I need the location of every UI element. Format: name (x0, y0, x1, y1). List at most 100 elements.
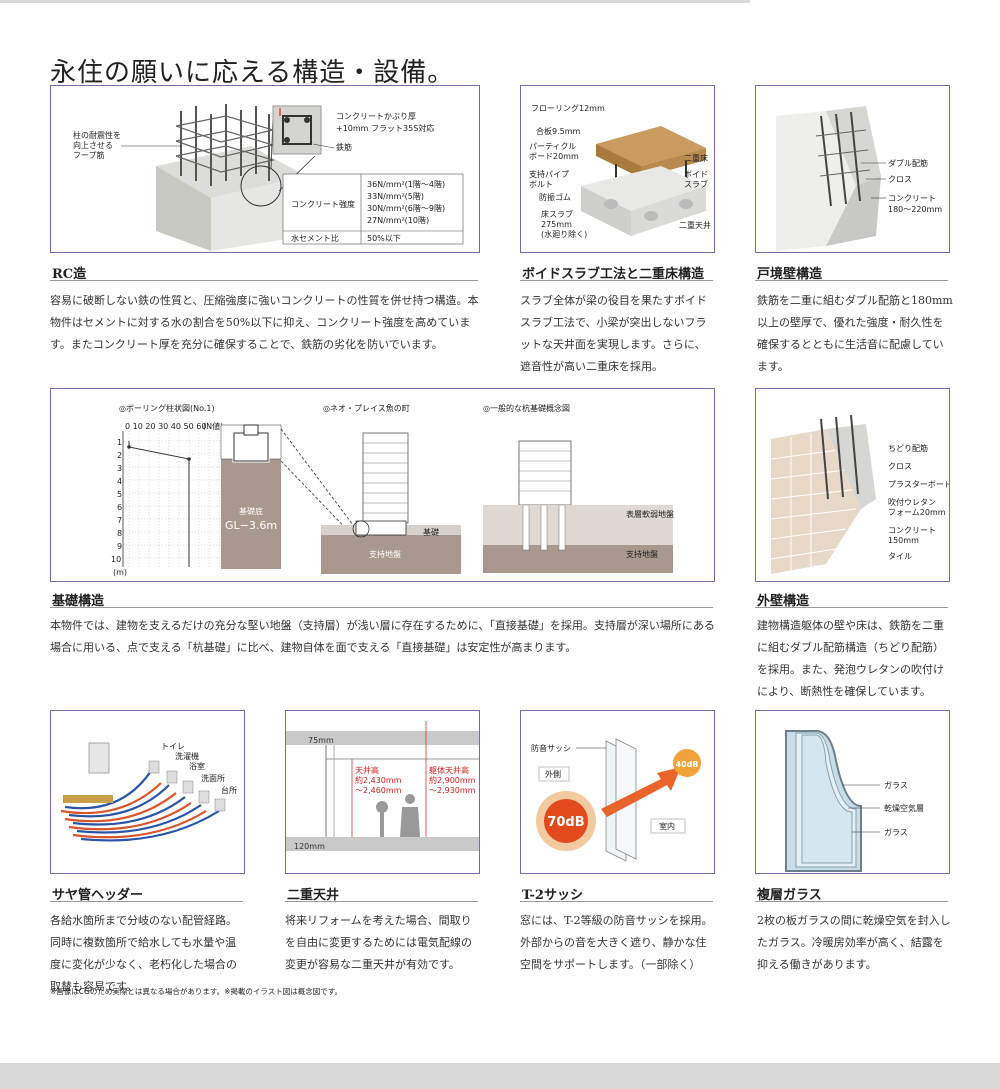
label-hoop-1: 柱の耐震性を (73, 130, 121, 140)
header-text: 各給水箇所まで分岐のない配管経路。同時に複数箇所で給水しても水量や温度に変化が少… (50, 914, 237, 993)
label-cloth-ext: クロス (888, 462, 912, 471)
label-pipe-1: 支持パイプ (529, 169, 569, 179)
label-bath: 浴室 (189, 761, 205, 771)
label-outside: 外側 (545, 769, 561, 779)
sash-text: 窓には、T-2等級の防音サッシを採用。外部からの音を大きく遮り、静かな住空間をサ… (520, 914, 713, 971)
label-neo: ◎ネオ・プレイス魚の町 (323, 403, 410, 413)
wall-figure: ダブル配筋 クロス コンクリート 180〜220mm (755, 85, 950, 253)
label-ceiling-height-1: 天井高 (355, 765, 379, 775)
page-title: 永住の願いに応える構造・設備。 (50, 58, 455, 88)
label-40db: 40dB (676, 760, 699, 769)
svg-text:8: 8 (117, 529, 122, 538)
wall-rule (755, 280, 948, 281)
label-75mm: 75mm (308, 736, 334, 745)
label-double-floor: 二重床 (684, 153, 708, 163)
label-glass-2: ガラス (884, 827, 908, 837)
rc-illustration: 柱の耐震性を 向上させる フープ筋 コンクリートかぶり厚 +10mm フラット3… (73, 104, 464, 251)
table-strength-value: 36N/mm²(1階〜4階) (367, 179, 445, 189)
label-particle-1: パーティクル (529, 142, 576, 151)
rc-title: RC造 (52, 267, 87, 282)
footnote: ※画像はCGのため実際とは異なる場合があります。※掲載のイラスト図は概念図です。 (50, 987, 342, 996)
bottom-bar (0, 1063, 1000, 1089)
svg-text:5: 5 (117, 490, 122, 499)
sash-rule (520, 901, 713, 902)
svg-text:4: 4 (117, 477, 122, 486)
label-cover-1: コンクリートかぶり厚 (336, 112, 416, 121)
label-hoop-2: 向上させる (73, 140, 113, 150)
label-void-slab-1: ボイド (684, 170, 708, 179)
label-ceiling-height-3: 〜2,460mm (355, 786, 402, 795)
label-void-slab-2: スラブ (684, 179, 708, 189)
table-wc-label: 水セメント比 (291, 233, 339, 243)
label-base-1: 基礎底 (239, 506, 263, 516)
sash-title: T-2サッシ (522, 888, 583, 903)
foundation-title: 基礎構造 (52, 594, 105, 609)
header-rule (50, 901, 243, 902)
foundation-illustration: ◎ボーリング柱状図(No.1) ◎ネオ・プレイス魚の町 ◎一般的な杭基礎概念図 … (111, 403, 674, 577)
exterior-figure: ちどり配筋 クロス プラスターボード 吹付ウレタン フォーム20mm コンクリー… (755, 388, 950, 582)
label-concrete-2: 180〜220mm (888, 205, 942, 214)
label-chidori: ちどり配筋 (888, 443, 928, 453)
label-slab-2: 275mm (541, 220, 572, 229)
header-title: サヤ管ヘッダー (52, 888, 144, 903)
label-ceiling-height-2: 約2,430mm (355, 775, 402, 785)
wall-illustration: ダブル配筋 クロス コンクリート 180〜220mm (776, 106, 942, 251)
foundation-text: 本物件では、建物を支えるだけの充分な堅い地盤（支持層）が浅い層に存在するために、… (50, 619, 715, 654)
label-boring: ◎ボーリング柱状図(No.1) (119, 403, 215, 413)
svg-text:9: 9 (117, 542, 122, 551)
label-tile: タイル (888, 552, 912, 561)
foundation-rule (50, 607, 713, 608)
ceiling-text: 将来リフォームを考えた場合、間取りを自由に変更するためには電気配線の変更が容易な… (285, 914, 472, 971)
table-strength-value: 30N/mm²(6階〜9階) (367, 203, 445, 213)
glass-illustration: ガラス 乾燥空気層 ガラス (785, 730, 924, 872)
label-toilet: トイレ (161, 742, 185, 751)
label-rebar: 鉄筋 (336, 142, 352, 152)
table-wc-value: 50%以下 (367, 234, 401, 243)
label-n-unit: (N値) (203, 421, 223, 431)
table-strength-value: 33N/mm²(5階) (367, 191, 424, 201)
top-divider (0, 0, 750, 3)
label-slab-height-3: 〜2,930mm (429, 786, 476, 795)
label-double-rebar: ダブル配筋 (888, 158, 928, 168)
glass-figure: ガラス 乾燥空気層 ガラス (755, 710, 950, 874)
label-slab-1: 床スラブ (541, 209, 573, 219)
exterior-title: 外壁構造 (757, 594, 810, 609)
label-urethane-2: フォーム20mm (888, 508, 946, 517)
glass-text: 2枚の板ガラスの間に乾燥空気を封入したガラス。冷暖房効率が高く、結露を抑える働き… (757, 914, 951, 971)
ceiling-title: 二重天井 (287, 888, 340, 903)
svg-text:6: 6 (117, 503, 122, 512)
label-cloth: クロス (888, 175, 912, 184)
label-plywood: 合板9.5mm (536, 126, 581, 136)
foundation-figure: ◎ボーリング柱状図(No.1) ◎ネオ・プレイス魚の町 ◎一般的な杭基礎概念図 … (50, 388, 715, 582)
label-inside: 室内 (659, 821, 675, 831)
svg-text:0 10 20 30 40 50 60: 0 10 20 30 40 50 60 (125, 422, 206, 431)
exterior-illustration: ちどり配筋 クロス プラスターボード 吹付ウレタン フォーム20mm コンクリー… (770, 414, 949, 574)
ceiling-rule (285, 901, 478, 902)
sash-illustration: 70dB 40dB 防音サッシ 外側 室内 (531, 738, 701, 862)
label-m-unit: (m) (113, 568, 127, 577)
wall-title: 戸境壁構造 (757, 267, 823, 282)
void-figure: フローリング12mm 合板9.5mm パーティクル ボード20mm 支持パイプ … (520, 85, 715, 253)
table-strength-value: 27N/mm²(10階) (367, 215, 429, 225)
rc-rule (50, 280, 478, 281)
rc-text: 容易に破断しない鉄の性質と、圧縮強度に強いコンクリートの性質を併せ持つ構造。本物… (50, 294, 479, 351)
label-concrete-ext-1: コンクリート (888, 526, 936, 535)
label-soft-ground: 表層軟弱地盤 (626, 509, 674, 519)
label-air-layer: 乾燥空気層 (884, 803, 924, 813)
exterior-rule (755, 607, 948, 608)
header-figure: トイレ 洗濯機 浴室 洗面所 台所 (50, 710, 245, 874)
label-washer: 洗濯機 (175, 751, 199, 761)
label-kitchen: 台所 (221, 785, 237, 795)
svg-text:2: 2 (117, 451, 122, 460)
glass-title: 複層ガラス (757, 888, 822, 903)
label-cover-2: +10mm フラット35S対応 (336, 123, 434, 133)
ceiling-figure: 75mm 120mm 天井高 約2,430mm 〜2,460mm 躯体天井高 約… (285, 710, 480, 874)
ceiling-illustration: 75mm 120mm 天井高 約2,430mm 〜2,460mm 躯体天井高 約… (286, 721, 479, 851)
glass-rule (755, 901, 948, 902)
svg-text:1: 1 (117, 438, 122, 447)
label-slab-3: (水廻り除く) (541, 229, 587, 239)
void-title: ボイドスラブ工法と二重床構造 (522, 267, 705, 282)
label-rubber: 防振ゴム (539, 192, 571, 202)
label-double-ceiling: 二重天井 (679, 220, 711, 230)
sash-figure: 70dB 40dB 防音サッシ 外側 室内 (520, 710, 715, 874)
